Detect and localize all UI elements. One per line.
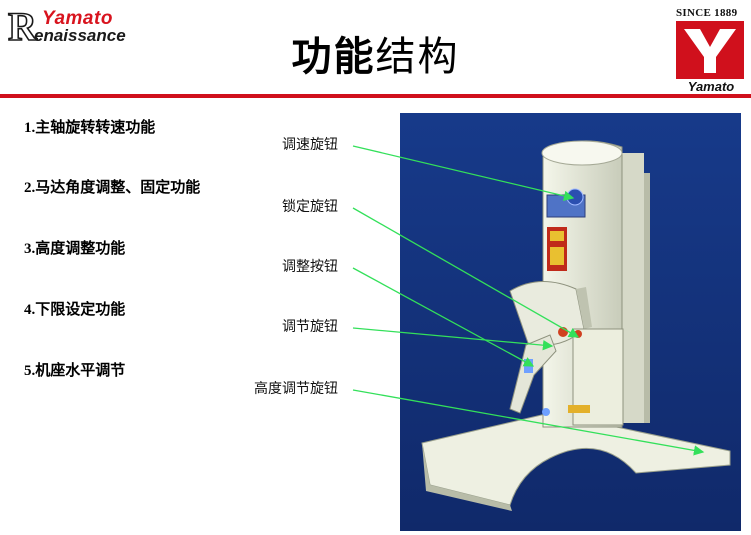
stirrer-product-image xyxy=(400,113,741,531)
logo-r-letter: R xyxy=(7,4,37,49)
feature-number: 3. xyxy=(24,241,36,257)
logo-yamato-text: Yamato xyxy=(42,8,113,29)
feature-item: 2.马达角度调整、固定功能 xyxy=(24,176,200,197)
page-title-bold: 功能 xyxy=(291,34,376,80)
feature-text: 高度调整功能 xyxy=(35,239,126,257)
logo-renaissance-text: enaissance xyxy=(34,26,126,45)
feature-text: 机座水平调节 xyxy=(35,361,126,379)
yamato-emblem-icon xyxy=(676,21,744,79)
feature-number: 2. xyxy=(24,180,36,196)
feature-number: 4. xyxy=(24,302,36,318)
feature-item: 1.主轴旋转转速功能 xyxy=(24,116,155,137)
renaissance-logo: R Yamato enaissance xyxy=(7,4,148,49)
page-title: 功能结构 xyxy=(0,24,751,82)
feature-text: 主轴旋转转速功能 xyxy=(35,118,156,136)
feature-text: 下限设定功能 xyxy=(35,300,126,318)
feature-item: 4.下限设定功能 xyxy=(24,298,125,319)
since-label: SINCE 1889 xyxy=(676,7,738,19)
page-title-rest: 结构 xyxy=(375,34,460,80)
feature-item: 5.机座水平调节 xyxy=(24,359,125,380)
feature-item: 3.高度调整功能 xyxy=(24,237,125,258)
part-label-adjust-button: 调整按钮 xyxy=(282,259,338,275)
yamato-wordmark: Yamato xyxy=(687,79,735,94)
header-divider xyxy=(0,94,751,98)
part-label-height-knob: 高度调节旋钮 xyxy=(254,381,338,397)
feature-number: 1. xyxy=(24,120,36,136)
part-label-lock-knob: 锁定旋钮 xyxy=(282,199,338,215)
feature-number: 5. xyxy=(24,363,36,379)
part-label-adjust-knob: 调节旋钮 xyxy=(282,319,338,335)
part-label-speed-knob: 调速旋钮 xyxy=(282,137,338,153)
feature-text: 马达角度调整、固定功能 xyxy=(35,178,201,196)
